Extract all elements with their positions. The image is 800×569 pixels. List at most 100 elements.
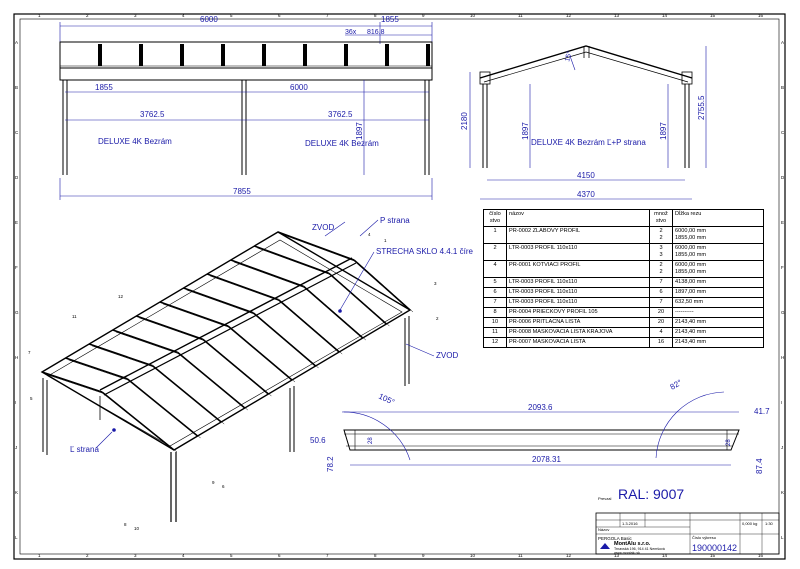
border-number: 6	[278, 553, 281, 558]
bom-cell-num: 4	[483, 260, 507, 278]
iso-rafter	[136, 315, 204, 340]
iso-rafter	[65, 357, 128, 380]
border-letter: I	[15, 400, 16, 405]
border-number: 8	[374, 553, 377, 558]
border-grid-labels: 1122334455667788991010111112121313141415…	[15, 13, 785, 558]
front-dim-small-a: 36x	[345, 29, 357, 36]
front-dim-total-bottom: 7855	[233, 187, 251, 196]
side-label: DELUXE 4K Bezrám Ľ+P strana	[531, 138, 646, 147]
iso-rafter-edge	[356, 261, 414, 313]
bom-cell-length: 6000,00 mm 1855,00 mm	[672, 243, 764, 261]
iso-rafter-edge	[180, 354, 248, 411]
border-letter: C	[15, 130, 19, 135]
border-number: 3	[134, 13, 137, 18]
iso-rafter	[159, 301, 229, 327]
tb-prevzal: Prevzal	[598, 496, 611, 501]
iso-label-strecha: STRECHA SKLO 4.4.1 číre	[376, 247, 473, 256]
front-rafter	[344, 44, 348, 66]
iso-rafter	[126, 378, 199, 437]
bom-cell-length: 1897,00 mm	[672, 287, 764, 298]
profile-dim-right-a: 41.7	[754, 407, 770, 416]
border-number: 15	[710, 553, 716, 558]
iso-rafter	[230, 259, 304, 288]
bom-cell-name: PR-0001 KOTVIACI PROFIL	[506, 260, 650, 278]
border-letter: L	[781, 535, 784, 540]
border-letter: D	[15, 175, 19, 180]
border-number: 7	[326, 553, 329, 558]
border-number: 10	[470, 553, 476, 558]
border-number: 1	[38, 13, 41, 18]
bom-cell-num: 6	[483, 287, 507, 298]
profile-dim-right-c: 28	[726, 439, 732, 446]
bom-header-num: číslo stvo	[483, 209, 507, 227]
iso-rafter-edge	[230, 327, 296, 383]
iso-rafter	[101, 391, 175, 451]
iso-rafter	[277, 298, 340, 353]
front-rafter	[385, 44, 389, 66]
iso-rafter-edge	[205, 341, 272, 397]
iso-rafter-edge	[186, 289, 257, 316]
iso-view: ZVOD P strana STRECHA SKLO 4.4.1 číre ZV…	[28, 216, 473, 531]
border-number: 11	[518, 553, 523, 558]
profile-dim-right-b: 87.4	[755, 458, 764, 474]
bom-cell-length: 6000,00 mm 1855,00 mm	[672, 260, 764, 278]
profile-detail: 105° 82° 2093.6 2078.31 50.6 78.2 28 41.…	[310, 378, 770, 474]
iso-rafter-edge	[281, 301, 343, 355]
tb-drawing-label: Číslo výkresu	[692, 535, 716, 540]
border-letter: G	[781, 310, 785, 315]
border-number: 5	[230, 553, 233, 558]
profile-angle-right: 82°	[669, 378, 684, 392]
bom-cell-qty: 4	[649, 327, 673, 338]
front-view: 6000 1855 36x 816.8 1855 6000 3762.5 376…	[59, 15, 433, 200]
bom-header-row: číslo stvo názov množ stvo Dĺžka rezu	[483, 209, 764, 227]
front-dim-mid-bay: 6000	[290, 83, 308, 92]
front-rafter	[262, 44, 266, 66]
bom-cell-length: ----------	[672, 307, 764, 318]
profile-len-top: 2093.6	[528, 403, 553, 412]
sheet-border	[13, 13, 786, 560]
border-letter: C	[781, 130, 785, 135]
border-number: 3	[134, 553, 137, 558]
iso-rafter	[183, 287, 254, 314]
border-number: 5	[230, 13, 233, 18]
bom-cell-num: 2	[483, 243, 507, 261]
iso-rafter-edge	[162, 303, 232, 329]
iso-rafter	[112, 329, 178, 354]
border-letter: D	[781, 175, 785, 180]
iso-rafter	[206, 273, 279, 301]
front-dim-height: 1897	[355, 122, 364, 140]
border-number: 6	[278, 13, 281, 18]
bom-cell-qty: 7	[649, 297, 673, 308]
bom-cell-qty: 20	[649, 307, 673, 318]
tb-weight: 0,000 kg	[742, 521, 757, 526]
side-view: 15° 2180 1897 1897 2755.5 DELUXE 4K Bezr…	[460, 45, 707, 200]
border-number: 16	[758, 553, 764, 558]
tb-project-label: Názov	[598, 527, 609, 532]
front-rafter	[180, 44, 184, 66]
profile-angle-left: 105°	[377, 392, 396, 407]
tb-drawing-number: 190000142	[692, 543, 737, 553]
border-letter: H	[781, 355, 784, 360]
border-number: 12	[566, 13, 572, 18]
border-letter: J	[15, 445, 17, 450]
company-logo-icon	[600, 543, 610, 549]
iso-callout-number: 7	[28, 350, 31, 355]
border-number: 14	[662, 553, 668, 558]
border-letter: J	[781, 445, 783, 450]
border-letter: A	[15, 40, 18, 45]
tb-date: 1.3.2016	[622, 521, 638, 526]
border-number: 4	[182, 553, 185, 558]
iso-rafter-edge	[233, 261, 307, 289]
iso-rafter-edge	[257, 247, 332, 276]
bom-cell-length: 4138,00 mm	[672, 277, 764, 288]
bom-cell-qty: 2 2	[649, 260, 673, 278]
side-dim-height-total: 2755.5	[697, 95, 706, 120]
border-letter: A	[781, 40, 784, 45]
bom-cell-name: PR-0004 PRIECKOVY PROFIL 105	[506, 307, 650, 318]
side-dim-width-outer: 4370	[577, 190, 595, 199]
